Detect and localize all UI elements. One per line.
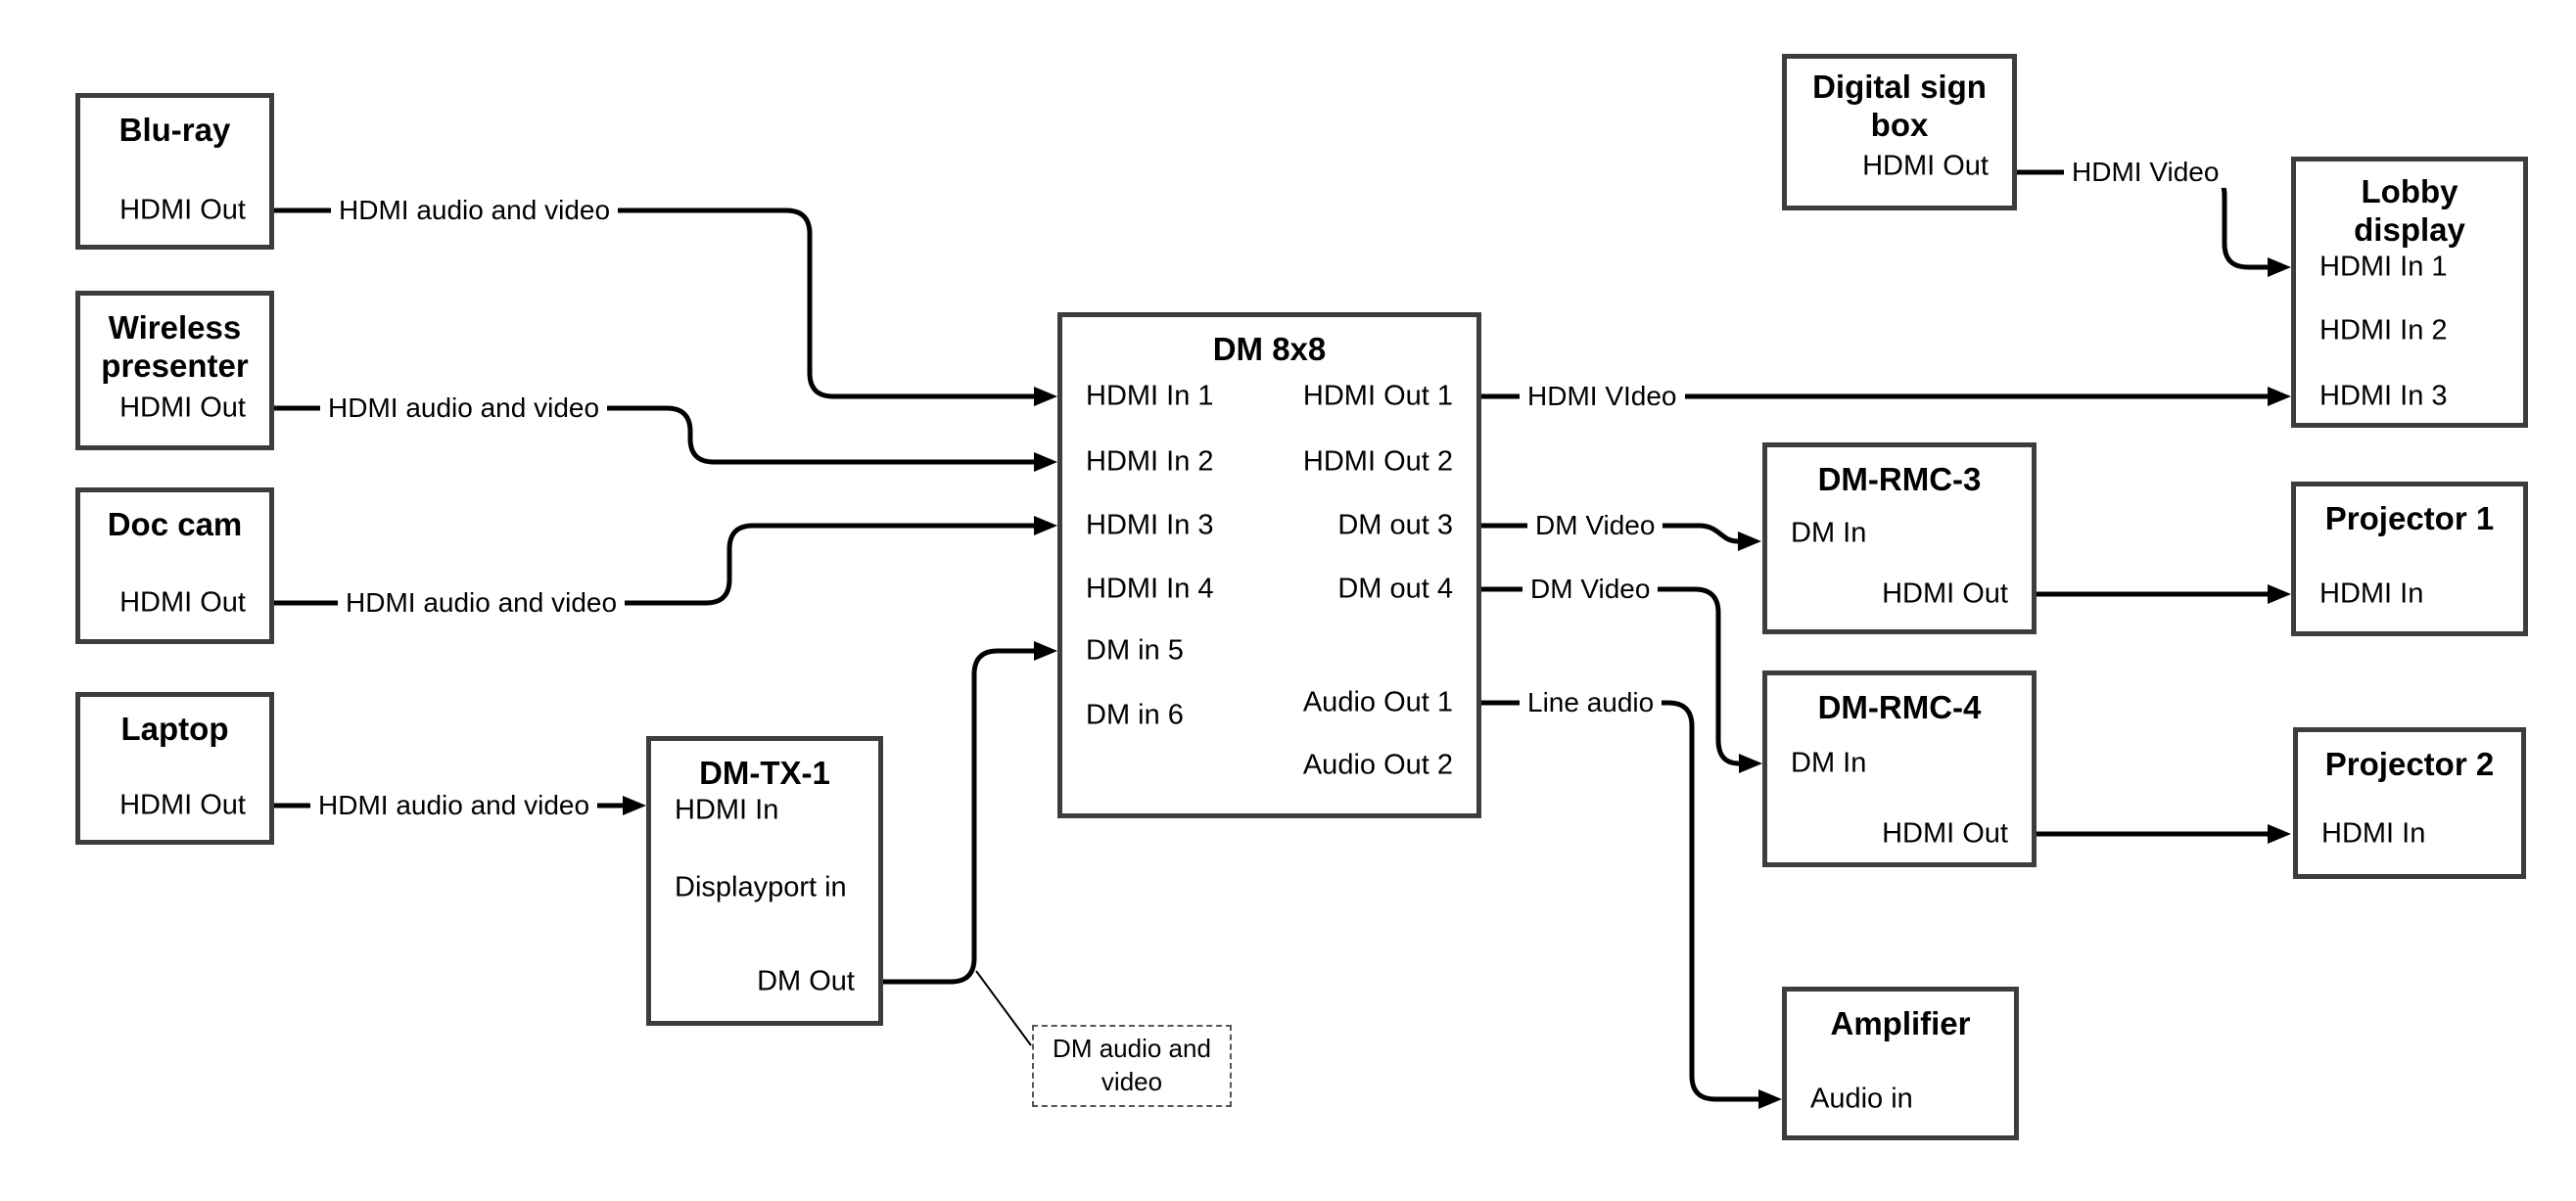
- edge-label-line-audio: Line audio: [1520, 686, 1663, 719]
- node-title: Digital sign box: [1812, 69, 1987, 143]
- node-laptop: Laptop HDMI Out: [75, 692, 274, 845]
- edge-label-hdmi-av-doccam: HDMI audio and video: [338, 586, 626, 620]
- node-title: Amplifier: [1830, 1005, 1971, 1041]
- node-dm-rmc-4: DM-RMC-4 DM In HDMI Out: [1762, 670, 2037, 867]
- port-audio-in: Audio in: [1810, 1083, 1913, 1115]
- node-title: Blu-ray: [118, 112, 231, 148]
- edge-label-hdmi-av-laptop: HDMI audio and video: [310, 789, 598, 822]
- edge-dmtx1-to-dm8x8-in5: [883, 641, 1057, 985]
- port-hdmi-in-3: HDMI In 3: [2319, 380, 2448, 412]
- node-dm-rmc-3: DM-RMC-3 DM In HDMI Out: [1762, 442, 2037, 634]
- port-dm-in-5: DM in 5: [1086, 634, 1184, 667]
- edge-label-hdmi-av-bluray: HDMI audio and video: [331, 194, 619, 227]
- port-hdmi-out: HDMI Out: [1882, 577, 2008, 610]
- callout-leader-line: [975, 970, 1032, 1046]
- node-wireless-presenter: Wireless presenter HDMI Out: [75, 291, 274, 450]
- port-audio-out-1: Audio Out 1: [1302, 686, 1453, 718]
- port-hdmi-out: HDMI Out: [1882, 817, 2008, 850]
- port-hdmi-in-1: HDMI In 1: [1086, 380, 1214, 412]
- port-hdmi-out: HDMI Out: [119, 586, 246, 619]
- port-hdmi-in-2: HDMI In 2: [1086, 445, 1214, 478]
- node-projector-2: Projector 2 HDMI In: [2293, 727, 2526, 879]
- node-title: DM 8x8: [1212, 331, 1327, 367]
- node-lobby-display: Lobby display HDMI In 1 HDMI In 2 HDMI I…: [2291, 157, 2528, 428]
- node-dm-8x8: DM 8x8 HDMI In 1 HDMI In 2 HDMI In 3 HDM…: [1057, 312, 1481, 818]
- port-dm-in: DM In: [1791, 517, 1867, 549]
- node-bluray: Blu-ray HDMI Out: [75, 93, 274, 250]
- edge-dm8x8-out3-to-dmrmc3: [1481, 523, 1761, 551]
- port-dm-in-6: DM in 6: [1086, 699, 1184, 731]
- port-hdmi-in: HDMI In: [675, 794, 779, 826]
- port-hdmi-out: HDMI Out: [1862, 150, 1989, 182]
- port-hdmi-out-2: HDMI Out 2: [1302, 445, 1453, 478]
- port-hdmi-in: HDMI In: [2321, 817, 2426, 850]
- edge-dm8x8-aout1-to-amp: [1481, 700, 1782, 1109]
- node-title: Projector 2: [2324, 746, 2495, 782]
- node-title: DM-RMC-4: [1817, 689, 1982, 725]
- node-amplifier: Amplifier Audio in: [1782, 987, 2019, 1140]
- edge-label-dm-video-rmc3: DM Video: [1527, 509, 1663, 542]
- node-title: Laptop: [120, 711, 229, 747]
- port-dm-out: DM Out: [757, 965, 855, 997]
- edge-bluray-to-dm8x8-in1: [274, 208, 1057, 406]
- node-title: Lobby display: [2354, 173, 2465, 248]
- node-dm-tx-1: DM-TX-1 HDMI In Displayport in DM Out: [646, 736, 883, 1026]
- edge-label-hdmi-video-sign: HDMI Video: [2064, 156, 2227, 189]
- port-hdmi-out: HDMI Out: [119, 194, 246, 226]
- edge-label-hdmi-video-out1: HDMI VIdeo: [1520, 380, 1685, 413]
- node-title: Doc cam: [107, 506, 243, 542]
- port-hdmi-out: HDMI Out: [119, 392, 246, 424]
- node-title: Wireless presenter: [101, 309, 249, 384]
- edge-label-hdmi-av-wireless: HDMI audio and video: [320, 392, 608, 425]
- port-hdmi-in-3: HDMI In 3: [1086, 509, 1214, 541]
- node-title: DM-RMC-3: [1817, 461, 1982, 497]
- node-doc-cam: Doc cam HDMI Out: [75, 487, 274, 644]
- node-title: Projector 1: [2324, 500, 2495, 536]
- port-dm-out-4: DM out 4: [1337, 573, 1453, 605]
- port-hdmi-in-2: HDMI In 2: [2319, 314, 2448, 346]
- port-hdmi-out-1: HDMI Out 1: [1302, 380, 1453, 412]
- callout-dm-audio-video: DM audio and video: [1032, 1025, 1232, 1107]
- port-displayport-in: Displayport in: [675, 871, 847, 903]
- edge-dm8x8-out4-to-dmrmc4: [1481, 586, 1762, 773]
- callout-text: DM audio and video: [1053, 1034, 1211, 1096]
- port-hdmi-in-1: HDMI In 1: [2319, 251, 2448, 283]
- port-dm-in: DM In: [1791, 747, 1867, 779]
- port-hdmi-in-4: HDMI In 4: [1086, 573, 1214, 605]
- port-hdmi-out: HDMI Out: [119, 789, 246, 821]
- edge-label-dm-video-rmc4: DM Video: [1522, 573, 1659, 606]
- port-dm-out-3: DM out 3: [1337, 509, 1453, 541]
- port-audio-out-2: Audio Out 2: [1302, 749, 1453, 781]
- edge-wireless-to-dm8x8-in2: [274, 405, 1057, 472]
- node-title: DM-TX-1: [699, 755, 830, 791]
- node-projector-1: Projector 1 HDMI In: [2291, 482, 2528, 636]
- edge-doccam-to-dm8x8-in3: [274, 516, 1057, 606]
- node-digital-sign-box: Digital sign box HDMI Out: [1782, 54, 2017, 210]
- port-hdmi-in: HDMI In: [2319, 577, 2424, 610]
